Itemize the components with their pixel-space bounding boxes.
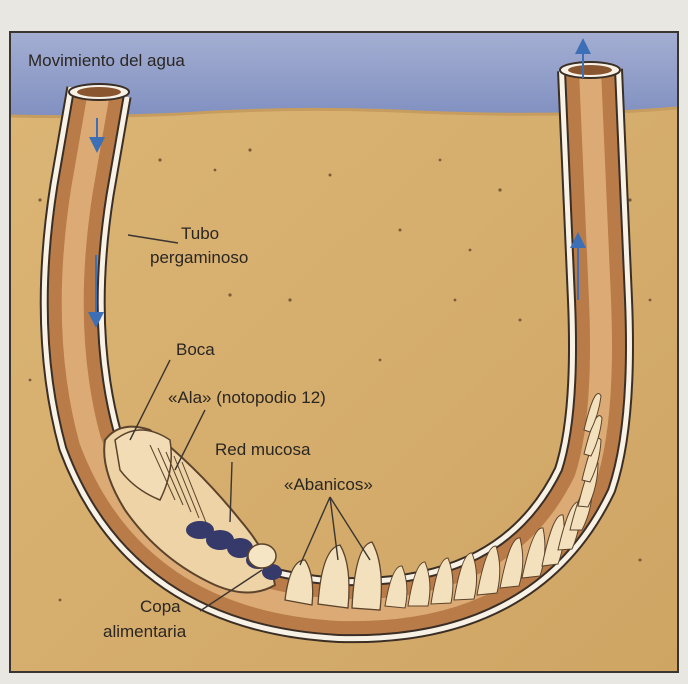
label-water-movement: Movimiento del agua — [28, 51, 185, 70]
tube-opening-left-hole — [77, 87, 121, 97]
label-fans: «Abanicos» — [284, 475, 373, 494]
label-tube-line1: Tubo — [181, 224, 219, 243]
label-tube-line2: pergaminoso — [150, 248, 248, 267]
label-mouth: Boca — [176, 340, 215, 359]
label-wing: «Ala» (notopodio 12) — [168, 388, 326, 407]
tube-opening-right-hole — [568, 65, 612, 75]
label-cup-line2: alimentaria — [103, 622, 187, 641]
label-mucus-net: Red mucosa — [215, 440, 311, 459]
food-cup — [248, 544, 276, 568]
label-cup-line1: Copa — [140, 597, 181, 616]
